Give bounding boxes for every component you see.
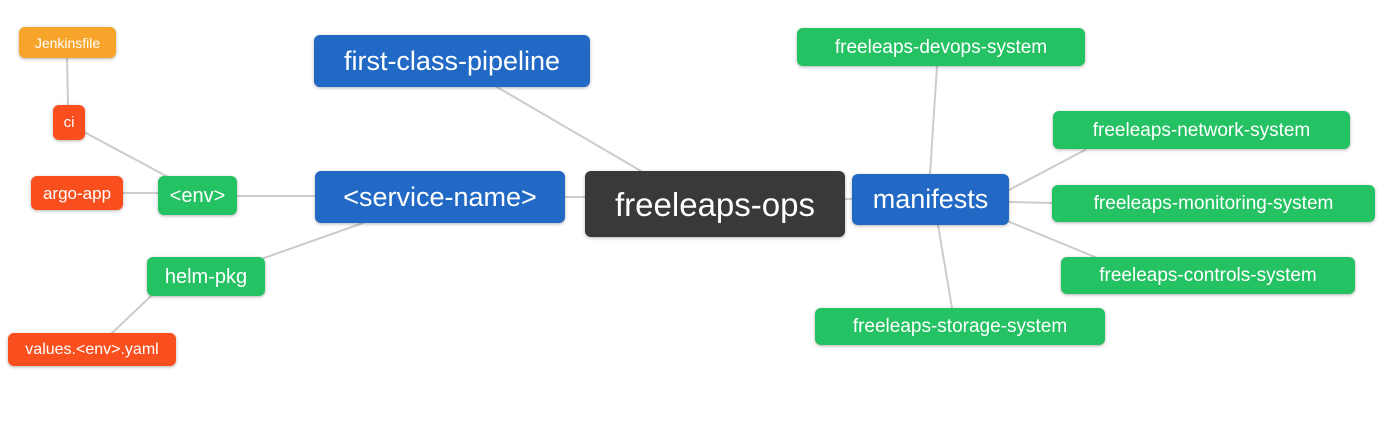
node-storage-system[interactable]: freeleaps-storage-system [815,308,1105,345]
node-devops-system[interactable]: freeleaps-devops-system [797,28,1085,66]
node-controls-system[interactable]: freeleaps-controls-system [1061,257,1355,294]
edge-helm-pkg-service-name [263,222,364,259]
node-freeleaps-ops[interactable]: freeleaps-ops [585,171,845,237]
node-helm-pkg[interactable]: helm-pkg [147,257,265,296]
edge-devops-system-manifests [929,65,938,175]
node-monitoring-system[interactable]: freeleaps-monitoring-system [1052,185,1375,222]
edge-manifests-storage-system [937,224,953,309]
node-argo-app[interactable]: argo-app [31,176,123,210]
edge-ci-env [83,131,169,178]
edge-jenkinsfile-ci [66,57,69,106]
node-ci[interactable]: ci [53,105,85,140]
edge-values-env-yaml-helm-pkg [111,295,152,334]
node-jenkinsfile[interactable]: Jenkinsfile [19,27,116,58]
edge-manifests-monitoring-system [1008,201,1053,204]
edge-first-class-pipeline-freeleaps-ops [496,86,642,172]
edge-manifests-network-system [1008,149,1086,191]
node-env[interactable]: <env> [158,176,237,215]
node-first-class-pipeline[interactable]: first-class-pipeline [314,35,590,87]
node-network-system[interactable]: freeleaps-network-system [1053,111,1350,149]
node-values-env-yaml[interactable]: values.<env>.yaml [8,333,176,366]
edge-manifests-controls-system [1004,219,1096,258]
node-service-name[interactable]: <service-name> [315,171,565,223]
node-manifests[interactable]: manifests [852,174,1009,225]
